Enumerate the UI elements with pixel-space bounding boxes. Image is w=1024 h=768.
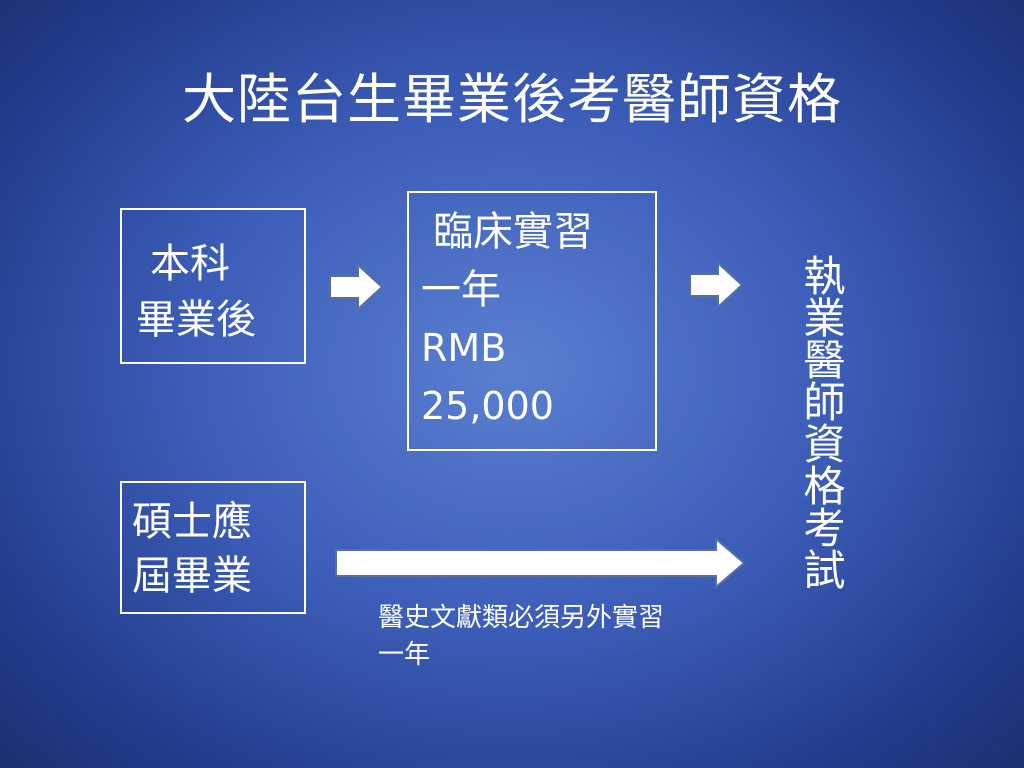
internship-cost: 25,000 [421,384,554,428]
undergrad-line-1: 本科 [150,241,230,287]
arrow-right-icon [689,261,744,309]
master-line-2: 屆畢業 [132,553,252,599]
internship-line-1: 臨床實習 [433,209,593,255]
exam-label: 執業醫師資格考試 [797,254,846,590]
undergrad-line-2: 畢業後 [136,297,256,343]
slide-title: 大陸台生畢業後考醫師資格 [182,68,842,131]
arrow-right-icon [329,263,384,311]
internship-box: 臨床實習 一年 RMB 25,000 [407,191,657,451]
note-text: 醫史文獻類必須另外實習一年 [378,603,665,670]
long-arrow-right-icon [335,537,746,589]
master-box: 碩士應 屆畢業 [120,481,306,614]
master-line-1: 碩士應 [132,499,252,545]
internship-currency: RMB [421,326,507,370]
internship-line-2: 一年 [421,267,501,313]
undergrad-box: 本科 畢業後 [120,208,306,364]
